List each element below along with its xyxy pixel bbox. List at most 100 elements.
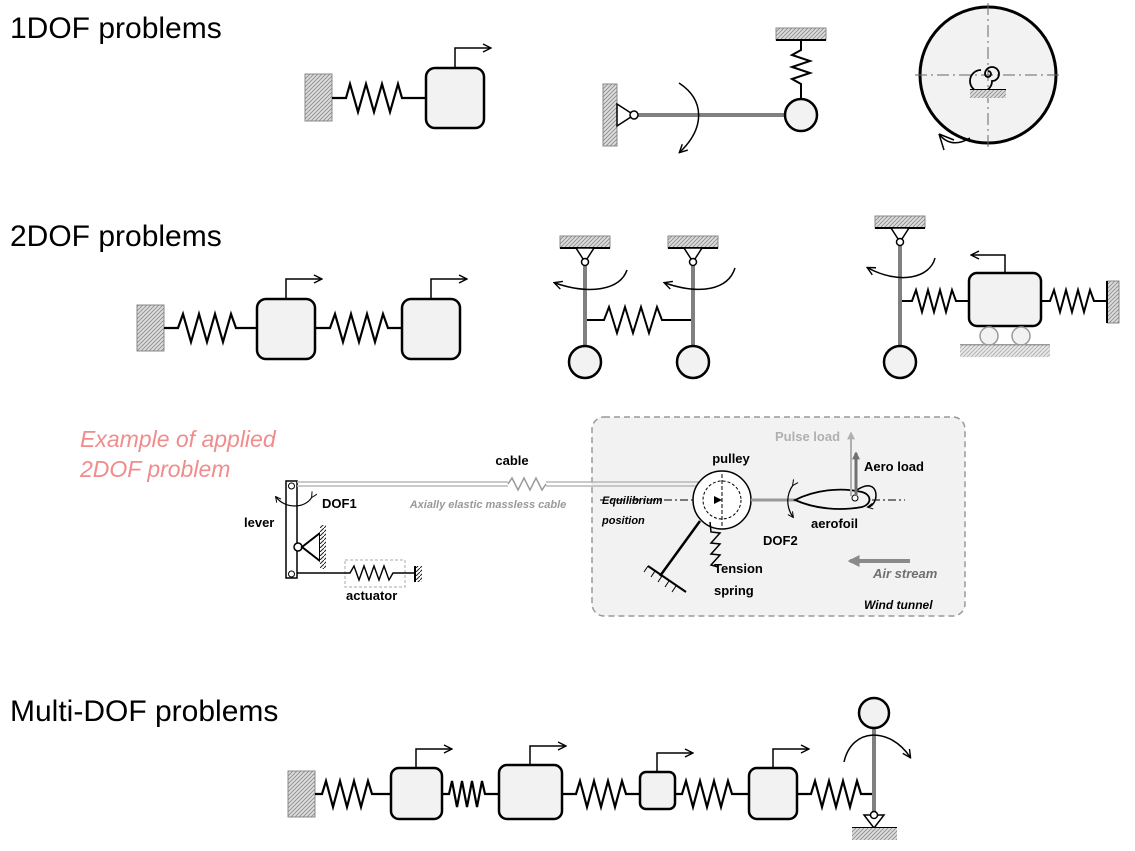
wheel-1 [979, 326, 999, 346]
example-title: Example of applied 2DOF problem [80, 424, 276, 484]
mass-4 [747, 766, 799, 821]
one-dof-mass-spring [304, 48, 490, 130]
pivot-support [616, 102, 636, 128]
label-actuator: actuator [346, 588, 397, 603]
wall-hatch [287, 770, 316, 818]
heading-2dof: 2DOF problems [10, 220, 222, 253]
mass-block-2 [400, 297, 462, 361]
displacement-arrow-2 [529, 746, 565, 765]
example-title-line1: Example of applied [80, 426, 276, 452]
wall-hatch [602, 83, 618, 147]
wall-hatch [304, 73, 333, 122]
ceiling-hatch [775, 27, 827, 41]
displacement-arrow-1 [285, 279, 321, 299]
spring-4 [675, 776, 749, 812]
displacement-arrow-1 [415, 749, 451, 768]
applied-example: cable Axially elastic massless cable pul… [244, 416, 966, 617]
rotation-arrow [843, 734, 910, 763]
wind-tunnel-box [591, 416, 966, 617]
cable-spring [507, 476, 547, 492]
wheel-2 [1011, 326, 1031, 346]
one-dof-disc [915, 3, 1063, 151]
mass-1 [389, 766, 444, 821]
spring [788, 40, 814, 99]
label-spring: spring [714, 583, 754, 598]
label-lever: lever [244, 515, 274, 530]
label-dof1: DOF1 [322, 496, 357, 511]
lever-support-hatch [320, 525, 326, 569]
dof1-arrow [276, 497, 312, 507]
cart-mass [967, 271, 1043, 328]
spring-1 [164, 309, 257, 347]
label-wind-tunnel: Wind tunnel [864, 598, 933, 612]
tension-spring [709, 521, 722, 568]
ground-hatch [852, 828, 897, 840]
label-dof2: DOF2 [763, 533, 798, 548]
pulley-hub [702, 480, 742, 520]
pivot-pin [629, 110, 639, 120]
spring-2 [315, 309, 402, 347]
coupling-spring [587, 303, 691, 337]
label-aero-load: Aero load [864, 459, 924, 474]
example-title-line2: 2DOF problem [80, 456, 231, 482]
label-air-stream: Air stream [872, 566, 938, 581]
spring-3 [562, 776, 640, 812]
mass-3 [638, 770, 677, 811]
dof2-arrow [787, 485, 793, 517]
label-cable: cable [495, 453, 528, 468]
ceiling-hatch-1 [559, 235, 611, 249]
wall-hatch [136, 304, 165, 352]
torsion-base [970, 90, 1006, 98]
ceiling-hatch [874, 215, 926, 229]
tension-ground-hatch [643, 565, 677, 593]
tension-link [658, 520, 702, 577]
spring-right [1041, 286, 1107, 316]
bob [783, 97, 819, 133]
multi-dof-chain [287, 696, 910, 840]
bob-2 [675, 344, 711, 380]
rotation-arrow [679, 82, 700, 152]
heading-multi-dof: Multi-DOF problems [10, 695, 279, 728]
displacement-arrow [454, 48, 490, 68]
label-pulse-load: Pulse load [775, 429, 840, 444]
displacement-arrow-4 [772, 749, 808, 768]
spring-5 [797, 776, 874, 812]
aero-moment-arrow [856, 485, 877, 507]
bob [882, 344, 918, 380]
spring [332, 79, 426, 117]
rotation-arrow-2 [665, 267, 736, 290]
displacement-arrow-3 [656, 753, 692, 772]
spring-2 [442, 780, 499, 808]
two-dof-coupled-pendulums [555, 235, 736, 380]
two-dof-pendulum-on-cart [868, 215, 1120, 380]
spring-left [902, 286, 969, 316]
ceiling-hatch-2 [667, 235, 719, 249]
label-aerofoil: aerofoil [811, 516, 858, 531]
mass-2 [497, 763, 564, 821]
mass-block-1 [255, 297, 317, 361]
rotation-arrow [868, 257, 936, 279]
displacement-arrow-2 [430, 279, 466, 299]
label-axially-elastic: Axially elastic massless cable [409, 499, 567, 511]
label-tension: Tension [714, 561, 763, 576]
label-pulley: pulley [712, 451, 750, 466]
label-equilibrium: Equilibrium [602, 495, 663, 507]
wall-hatch [1106, 280, 1120, 324]
lever-support [300, 530, 321, 564]
rotation-arrow-1 [555, 269, 628, 291]
two-dof-mass-spring [136, 279, 466, 361]
heading-1dof: 1DOF problems [10, 12, 222, 45]
one-dof-pendulum [602, 27, 827, 152]
bob-1 [567, 344, 603, 380]
torsion-spring [969, 66, 1000, 93]
ground-hatch [960, 345, 1050, 357]
mass-block [424, 66, 486, 130]
pendulum-bob [857, 696, 891, 730]
rotation-arrow [938, 133, 971, 144]
label-position: position [601, 515, 645, 527]
spring-1 [315, 776, 391, 812]
displacement-arrow [972, 255, 1006, 273]
actuator-spring [297, 563, 415, 583]
